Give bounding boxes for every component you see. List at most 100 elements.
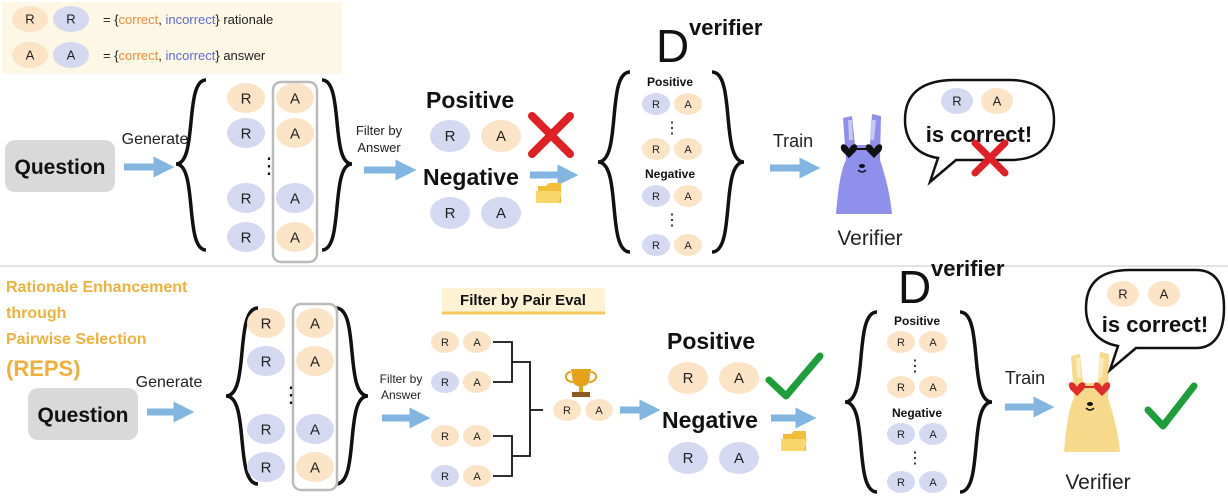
- top-dataset-negative-dots: ⋮: [664, 212, 680, 229]
- top-folder-icon: [536, 183, 562, 203]
- top-positive-a-pill: [481, 120, 521, 152]
- bottom-dataset-pair-1-r-pill: [887, 331, 915, 353]
- top-dataset-superscript: verifier: [689, 15, 763, 40]
- bracket-pair-4-r-letter: R: [441, 471, 449, 483]
- pair-eval-label: Filter by Pair Eval: [460, 292, 586, 309]
- bottom-folder-icon: [781, 431, 807, 451]
- top-answer-column-box: [271, 80, 319, 264]
- bottom-pipeline: Rationale Enhancement through Pairwise S…: [6, 256, 1226, 494]
- bottom-sample-3-a-pill: [296, 414, 334, 444]
- bottom-sample-3-a-letter: A: [310, 421, 320, 438]
- legend-answer-row: A A = {correct, incorrect} answer: [12, 42, 266, 68]
- bracket-pair-4-r-pill: [431, 465, 459, 487]
- top-dataset-negative-label: Negative: [645, 167, 695, 181]
- bottom-dataset-pair-3-r-pill: [887, 423, 915, 445]
- bottom-dataset-pair-3-r-letter: R: [897, 429, 905, 441]
- top-dataset-positive-label: Positive: [647, 75, 693, 89]
- bracket-pair-4-a-pill: [463, 465, 491, 487]
- bottom-generate-label: Generate: [136, 374, 203, 391]
- top-sample-1-r-letter: R: [241, 90, 252, 107]
- bracket-pair-2-a-letter: A: [473, 377, 481, 389]
- bottom-negative-a-pill: [719, 442, 759, 474]
- bottom-dataset-pair-2-a-letter: A: [929, 382, 937, 394]
- bottom-verifier-check-icon: [1144, 382, 1198, 430]
- top-sample-1-a-letter: A: [290, 90, 300, 107]
- top-dataset-pair-2-a-pill: [674, 138, 702, 160]
- top-sample-3-r-letter: R: [241, 190, 252, 207]
- bottom-dataset-positive-label: Positive: [894, 314, 940, 328]
- bracket-pair-4-a-letter: A: [473, 471, 481, 483]
- top-verifier-label: Verifier: [837, 227, 902, 250]
- bottom-dataset-pair-1-r-letter: R: [897, 337, 905, 349]
- tournament-bracket-lines: [493, 341, 543, 477]
- bottom-sample-1-a-pill: [296, 308, 334, 338]
- top-sample-2-a-pill: [276, 118, 314, 148]
- top-dataset-pair-1-r-pill: [642, 93, 670, 115]
- bottom-dataset-pair-4-a-pill: [919, 471, 947, 493]
- top-dataset-pair-3-r-pill: [642, 185, 670, 207]
- bottom-dataset-brace-right: [959, 310, 993, 494]
- bottom-sample-2-a-letter: A: [310, 353, 320, 370]
- bottom-dataset-negative-label: Negative: [892, 406, 942, 420]
- top-negative-a-pill: [481, 197, 521, 229]
- top-question-box: [5, 140, 115, 192]
- bottom-positive-check-icon: [765, 352, 824, 400]
- top-bubble-r-pill: [941, 88, 973, 114]
- top-sample-4-a-letter: A: [290, 229, 300, 246]
- incorrect-rationale-letter: R: [66, 12, 75, 27]
- top-dataset-pair-2-r-pill: [642, 138, 670, 160]
- reps-title-line-4: (REPS): [6, 356, 81, 381]
- bracket-pair-2-r-pill: [431, 371, 459, 393]
- bottom-sample-4-r-letter: R: [261, 459, 272, 476]
- top-sample-4-r-pill: [227, 222, 265, 252]
- bottom-train-label: Train: [1005, 368, 1045, 388]
- top-positive-a-letter: A: [496, 128, 506, 145]
- top-positive-r-letter: R: [445, 128, 456, 145]
- bottom-bubble-a-pill: [1148, 281, 1180, 307]
- top-sample-1-a-pill: [276, 83, 314, 113]
- correct-rationale-pill: [12, 6, 48, 32]
- bracket-pair-1-a-pill: [463, 331, 491, 353]
- top-dataset-pair-3-a-letter: A: [684, 191, 692, 203]
- top-dataset-pair-2-r-letter: R: [652, 144, 660, 156]
- bottom-dataset-negative-dots: ⋮: [907, 450, 923, 467]
- bottom-generate-brace-right: [335, 306, 369, 486]
- top-filter-label-1: Filter by: [356, 123, 403, 138]
- top-dataset-brace-right: [711, 70, 745, 254]
- bottom-dataset-pair-2-a-pill: [919, 376, 947, 398]
- top-dataset-positive-dots: ⋮: [664, 120, 680, 137]
- bottom-bubble-a-letter: A: [1160, 287, 1169, 302]
- reps-title-line-1: Rationale Enhancement: [6, 279, 188, 296]
- bottom-sample-2-a-pill: [296, 346, 334, 376]
- bracket-pair-3-r-letter: R: [441, 431, 449, 443]
- bottom-filter-label-1: Filter by: [380, 372, 423, 386]
- bottom-sample-3-r-pill: [247, 414, 285, 444]
- top-samples-dots: ⋮: [258, 153, 280, 178]
- top-sample-2-r-letter: R: [241, 125, 252, 142]
- bottom-sample-1-a-letter: A: [310, 315, 320, 332]
- top-dataset-pair-2-a-letter: A: [684, 144, 692, 156]
- bracket-pair-1-r-pill: [431, 331, 459, 353]
- top-sample-3-a-letter: A: [290, 190, 300, 207]
- bracket-pair-3-a-pill: [463, 425, 491, 447]
- bottom-question-label: Question: [37, 404, 128, 427]
- incorrect-answer-pill: [53, 42, 89, 68]
- top-sample-4-r-letter: R: [241, 229, 252, 246]
- correct-rationale-letter: R: [25, 12, 34, 27]
- bottom-dataset-d: D: [898, 261, 931, 313]
- incorrect-answer-letter: A: [67, 48, 76, 63]
- top-generate-label: Generate: [122, 131, 189, 148]
- top-dataset-pair-1-a-pill: [674, 93, 702, 115]
- bottom-dataset-pair-2-r-pill: [887, 376, 915, 398]
- bottom-samples-dots: ⋮: [280, 382, 302, 407]
- bottom-positive-a-letter: A: [734, 370, 744, 387]
- bottom-sample-4-a-pill: [296, 452, 334, 482]
- reps-title-line-2: through: [6, 305, 66, 322]
- bracket-winner-1-r-pill: [553, 399, 581, 421]
- top-sample-1-r-pill: [227, 83, 265, 113]
